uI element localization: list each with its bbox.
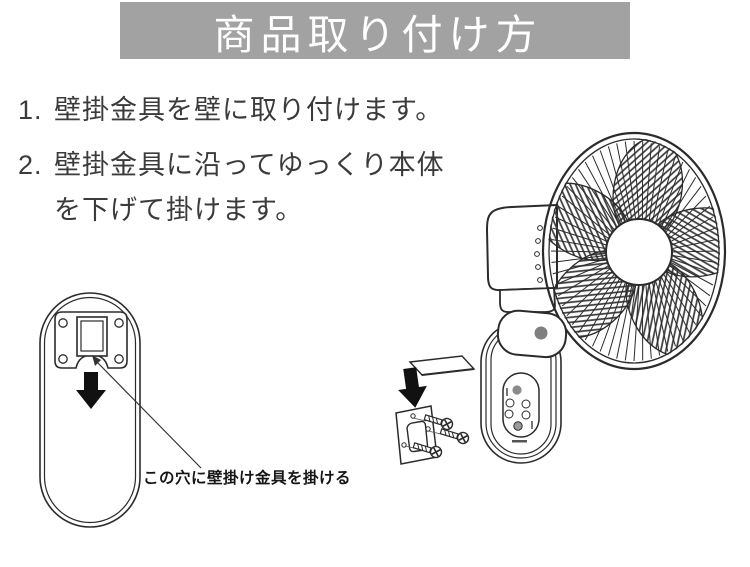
fan-hub xyxy=(605,218,673,286)
step-number: 2. xyxy=(18,150,43,180)
control-button xyxy=(504,409,514,419)
control-button xyxy=(513,421,523,431)
grille-rim xyxy=(541,131,727,371)
fan-grille xyxy=(541,131,727,371)
wall-bracket-diagram xyxy=(395,355,476,465)
mount-arm xyxy=(496,309,568,359)
bracket-hole xyxy=(406,420,429,453)
page-title: 商品取り付け方 xyxy=(213,11,543,58)
step-list: 1. 壁掛金具を壁に取り付けます。 2. 壁掛金具に沿ってゆっくり本体 を下げて… xyxy=(18,88,445,243)
control-panel xyxy=(502,372,540,443)
step-text: 壁掛金具を壁に取り付けます。 xyxy=(54,95,444,125)
step-number: 1. xyxy=(18,95,43,125)
motor-housing xyxy=(485,203,558,313)
control-button xyxy=(521,399,531,409)
pivot-knob xyxy=(534,326,548,340)
step-text: 壁掛金具に沿ってゆっくり本体 を下げて掛けます。 xyxy=(54,150,445,225)
header-banner: 商品取り付け方 xyxy=(120,2,630,59)
leader-line xyxy=(92,355,202,469)
control-button xyxy=(521,410,531,420)
control-button xyxy=(505,398,515,408)
down-arrow-icon xyxy=(398,367,427,408)
power-led xyxy=(512,385,522,395)
step-item: 1. 壁掛金具を壁に取り付けます。 xyxy=(18,88,445,133)
callout-label: この穴に壁掛け金具を掛ける xyxy=(143,470,352,487)
grille-rim-inner xyxy=(548,138,720,364)
step-item: 2. 壁掛金具に沿ってゆっくり本体 を下げて掛けます。 xyxy=(18,143,445,233)
wall-fan-drawing xyxy=(480,131,727,464)
back-panel-diagram xyxy=(39,292,202,528)
grille-spokes xyxy=(550,140,718,362)
down-arrow-icon xyxy=(76,372,106,409)
